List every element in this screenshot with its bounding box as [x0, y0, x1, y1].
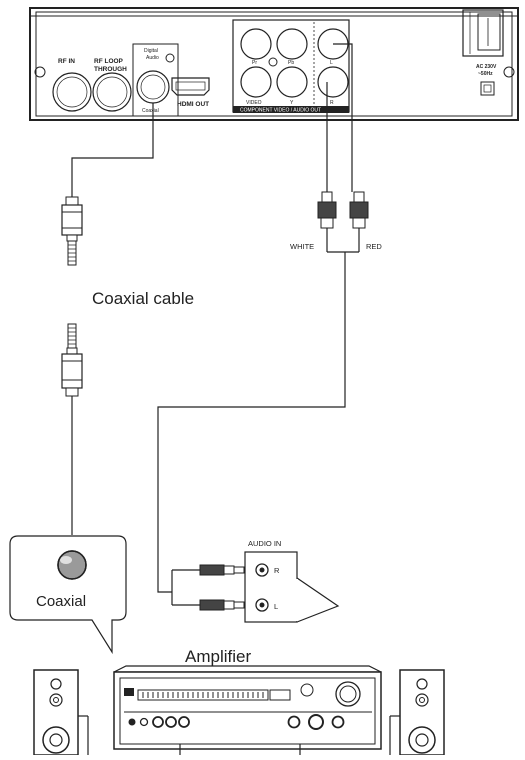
- jack-r-label: R: [330, 100, 334, 106]
- amp-front-controls-icon: [128, 714, 345, 730]
- jack-l-label: L: [330, 60, 333, 66]
- rf-loop-port-icon: [92, 72, 132, 112]
- audio-in-r-label: R: [274, 566, 280, 575]
- speaker-right-icon: [389, 669, 445, 756]
- audio-in-panel: AUDIO IN R L: [244, 539, 340, 623]
- hdmi-out-label: HDMI OUT: [177, 101, 209, 108]
- jack-audio-r-icon: [317, 66, 349, 98]
- coaxial-cable-label: Coaxial cable: [92, 289, 194, 308]
- coaxial-cable: Coaxial cable: [61, 103, 194, 535]
- power-socket-icon: [462, 9, 504, 57]
- mount-hole-left-icon: [34, 66, 46, 78]
- mount-hole-right-icon: [503, 66, 515, 78]
- rf-in-label: RF IN: [58, 58, 75, 65]
- jack-pb-label: Pb: [288, 60, 294, 66]
- rca-plug-amp-l-icon: [199, 599, 245, 611]
- hdmi-port-icon: [171, 77, 210, 96]
- player-rear-panel: RF IN RF LOOP THROUGH Digital Audio Coax…: [29, 7, 519, 121]
- jack-video-label: VIDEO: [246, 100, 262, 106]
- coaxial-jack-icon: [57, 550, 87, 580]
- digital-audio-label-line1: Digital: [144, 48, 158, 54]
- jack-pr-icon: [240, 28, 272, 60]
- white-cable-label: WHITE: [290, 242, 314, 251]
- audio-in-label: AUDIO IN: [248, 539, 281, 548]
- coaxial-callout-label: Coaxial: [36, 593, 86, 610]
- ac-voltage-label-line2: ~50Hz: [478, 71, 493, 77]
- coaxial-plug-top-icon: [61, 196, 83, 266]
- jack-pb-icon: [276, 28, 308, 60]
- rca-plug-white-icon: [317, 191, 337, 252]
- power-switch-icon: [480, 81, 495, 96]
- amplifier-unit: [113, 665, 382, 755]
- red-cable-label: RED: [366, 242, 382, 251]
- jack-y-label: Y: [290, 100, 294, 106]
- component-out-label: COMPONENT VIDEO / AUDIO OUT: [240, 108, 321, 114]
- speaker-left-icon: [33, 669, 89, 756]
- audio-in-jack-r-icon: [255, 563, 269, 577]
- coaxial-port-label: Coaxial: [142, 108, 159, 114]
- rf-loop-label-line1: RF LOOP: [94, 58, 124, 65]
- rca-plug-red-icon: [349, 191, 369, 252]
- audio-in-l-label: L: [274, 602, 278, 611]
- amp-display-icon: [124, 688, 291, 701]
- amp-small-knob-icon: [300, 683, 314, 697]
- jack-video-icon: [240, 66, 272, 98]
- jack-pr-label: Pr: [252, 60, 257, 66]
- rca-audio-cable: WHITE RED: [157, 43, 382, 611]
- rca-plug-amp-r-icon: [199, 564, 245, 576]
- digital-audio-label-line2: Audio: [146, 55, 159, 61]
- amp-volume-knob-icon: [335, 681, 361, 707]
- rf-in-port-icon: [52, 72, 92, 112]
- ac-voltage-label-line1: AC 230V: [476, 64, 497, 70]
- component-center-hole-icon: [268, 57, 278, 67]
- coaxial-callout: Coaxial: [9, 535, 127, 655]
- coaxial-plug-bottom-icon: [61, 323, 83, 397]
- jack-y-icon: [276, 66, 308, 98]
- digital-audio-indicator-icon: [165, 53, 175, 63]
- rf-loop-label-line2: THROUGH: [94, 66, 127, 73]
- audio-in-jack-l-icon: [255, 598, 269, 612]
- amplifier-label: Amplifier: [185, 647, 251, 666]
